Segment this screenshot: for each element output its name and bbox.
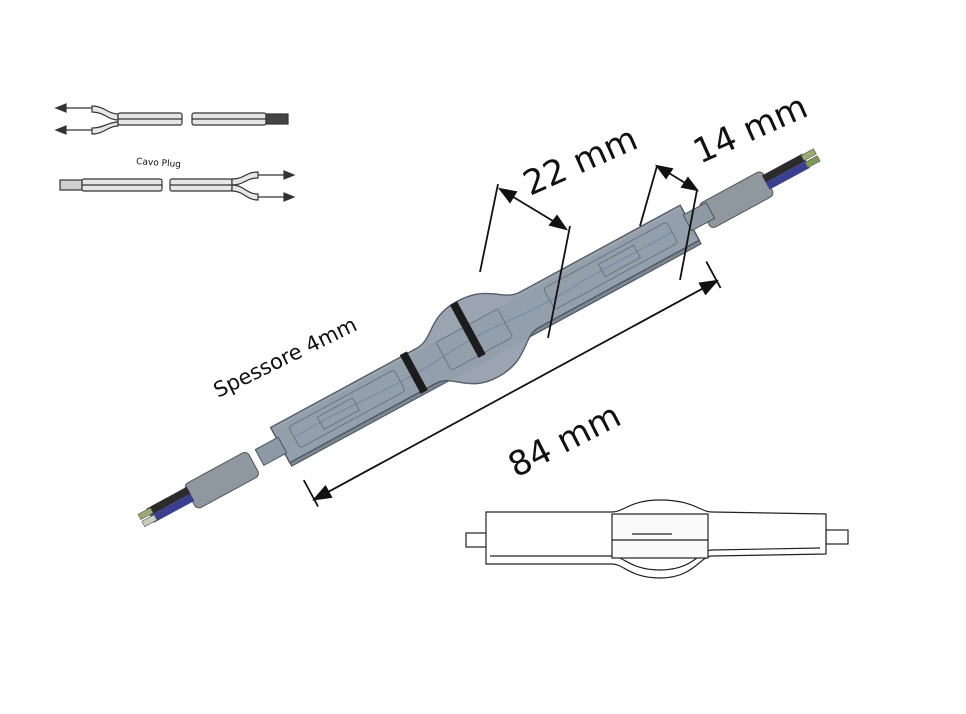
left-cable xyxy=(137,452,259,528)
left-end-tab xyxy=(254,436,288,467)
dim-84-line xyxy=(302,261,722,507)
thickness-label: Spessore 4mm xyxy=(210,312,361,402)
dim-22-line xyxy=(479,183,571,339)
cable-schematic xyxy=(54,103,296,202)
left-clamp-band xyxy=(399,351,428,394)
schematic-row-top xyxy=(54,103,289,135)
connector-outline-drawing xyxy=(465,499,849,579)
dim-84-label: 84 mm xyxy=(502,396,627,486)
connector-assembly xyxy=(137,148,821,528)
schematic-row-bottom xyxy=(59,170,296,202)
cable-plug-label: Cavo Plug xyxy=(136,157,181,170)
connector-housing xyxy=(269,204,701,464)
dim-14-line xyxy=(639,164,700,281)
center-clamp-band xyxy=(449,301,486,358)
dim-22-label: 22 mm xyxy=(517,119,643,204)
